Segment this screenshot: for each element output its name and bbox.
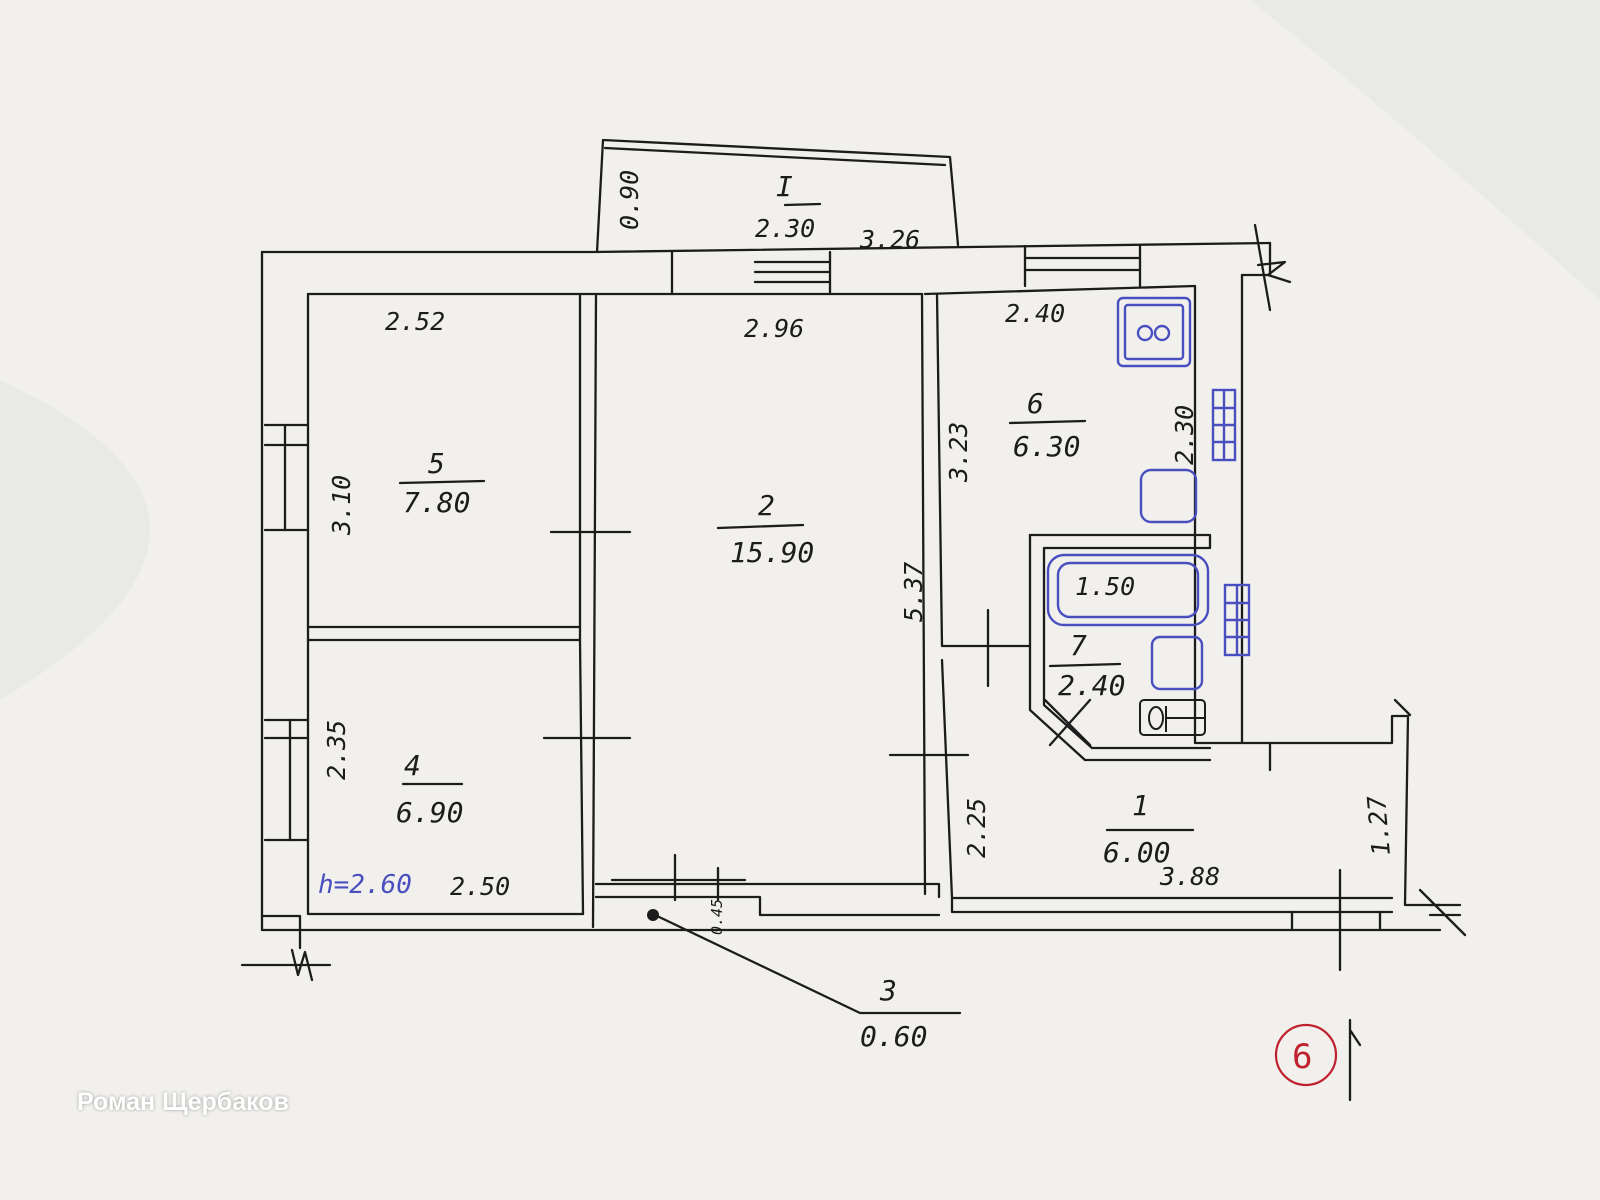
ceiling-height: h=2.60 bbox=[318, 870, 412, 900]
room-6-number: 6 bbox=[1027, 387, 1044, 420]
dim-3-26: 3.26 bbox=[859, 225, 920, 254]
dim-5-37: 5.37 bbox=[899, 562, 928, 622]
toilet-symbol bbox=[1139, 699, 1206, 736]
room-5-number: 5 bbox=[428, 447, 445, 480]
balcony-depth: 0.90 bbox=[615, 170, 644, 230]
niche-3-marker bbox=[647, 909, 659, 921]
room-4-number: 4 bbox=[404, 749, 421, 782]
watermark: Роман Щербаков bbox=[77, 1088, 289, 1116]
room-7-area: 2.40 bbox=[1058, 669, 1125, 702]
balcony-number: I bbox=[776, 170, 793, 203]
paper-shading bbox=[0, 0, 1600, 700]
dim-2-96: 2.96 bbox=[744, 314, 804, 343]
room-4-area: 6.90 bbox=[396, 796, 463, 829]
dim-3-88: 3.88 bbox=[1159, 862, 1220, 891]
dim-2-30: 2.30 bbox=[1170, 405, 1199, 465]
sheet-number-circle bbox=[1274, 1023, 1338, 1087]
room-2-area: 15.90 bbox=[730, 536, 814, 569]
dim-2-50: 2.50 bbox=[450, 872, 510, 901]
room-3-area: 0.60 bbox=[860, 1020, 927, 1053]
sheet-number: 6 bbox=[1292, 1037, 1312, 1077]
dim-0-45: 0.45 bbox=[708, 899, 726, 935]
room-7-number: 7 bbox=[1070, 629, 1087, 662]
room-1-number: 1 bbox=[1132, 789, 1149, 822]
dim-3-23: 3.23 bbox=[944, 422, 973, 483]
room-6-area: 6.30 bbox=[1013, 430, 1080, 463]
room-5-area: 7.80 bbox=[403, 486, 470, 519]
balcony-length: 2.30 bbox=[755, 214, 815, 243]
room-1-area: 6.00 bbox=[1103, 836, 1170, 869]
room-3-number: 3 bbox=[879, 974, 897, 1007]
room-2-number: 2 bbox=[758, 489, 775, 522]
dim-2-25: 2.25 bbox=[962, 798, 991, 858]
wall-lines bbox=[240, 138, 1467, 1102]
dim-1-50: 1.50 bbox=[1075, 572, 1135, 601]
dim-2-52: 2.52 bbox=[385, 307, 445, 336]
dim-2-35: 2.35 bbox=[322, 720, 351, 780]
dim-1-27: 1.27 bbox=[1362, 794, 1396, 857]
blue-fixtures bbox=[1046, 296, 1251, 691]
dim-2-40: 2.40 bbox=[1005, 299, 1065, 328]
dim-3-10: 3.10 bbox=[327, 475, 356, 536]
